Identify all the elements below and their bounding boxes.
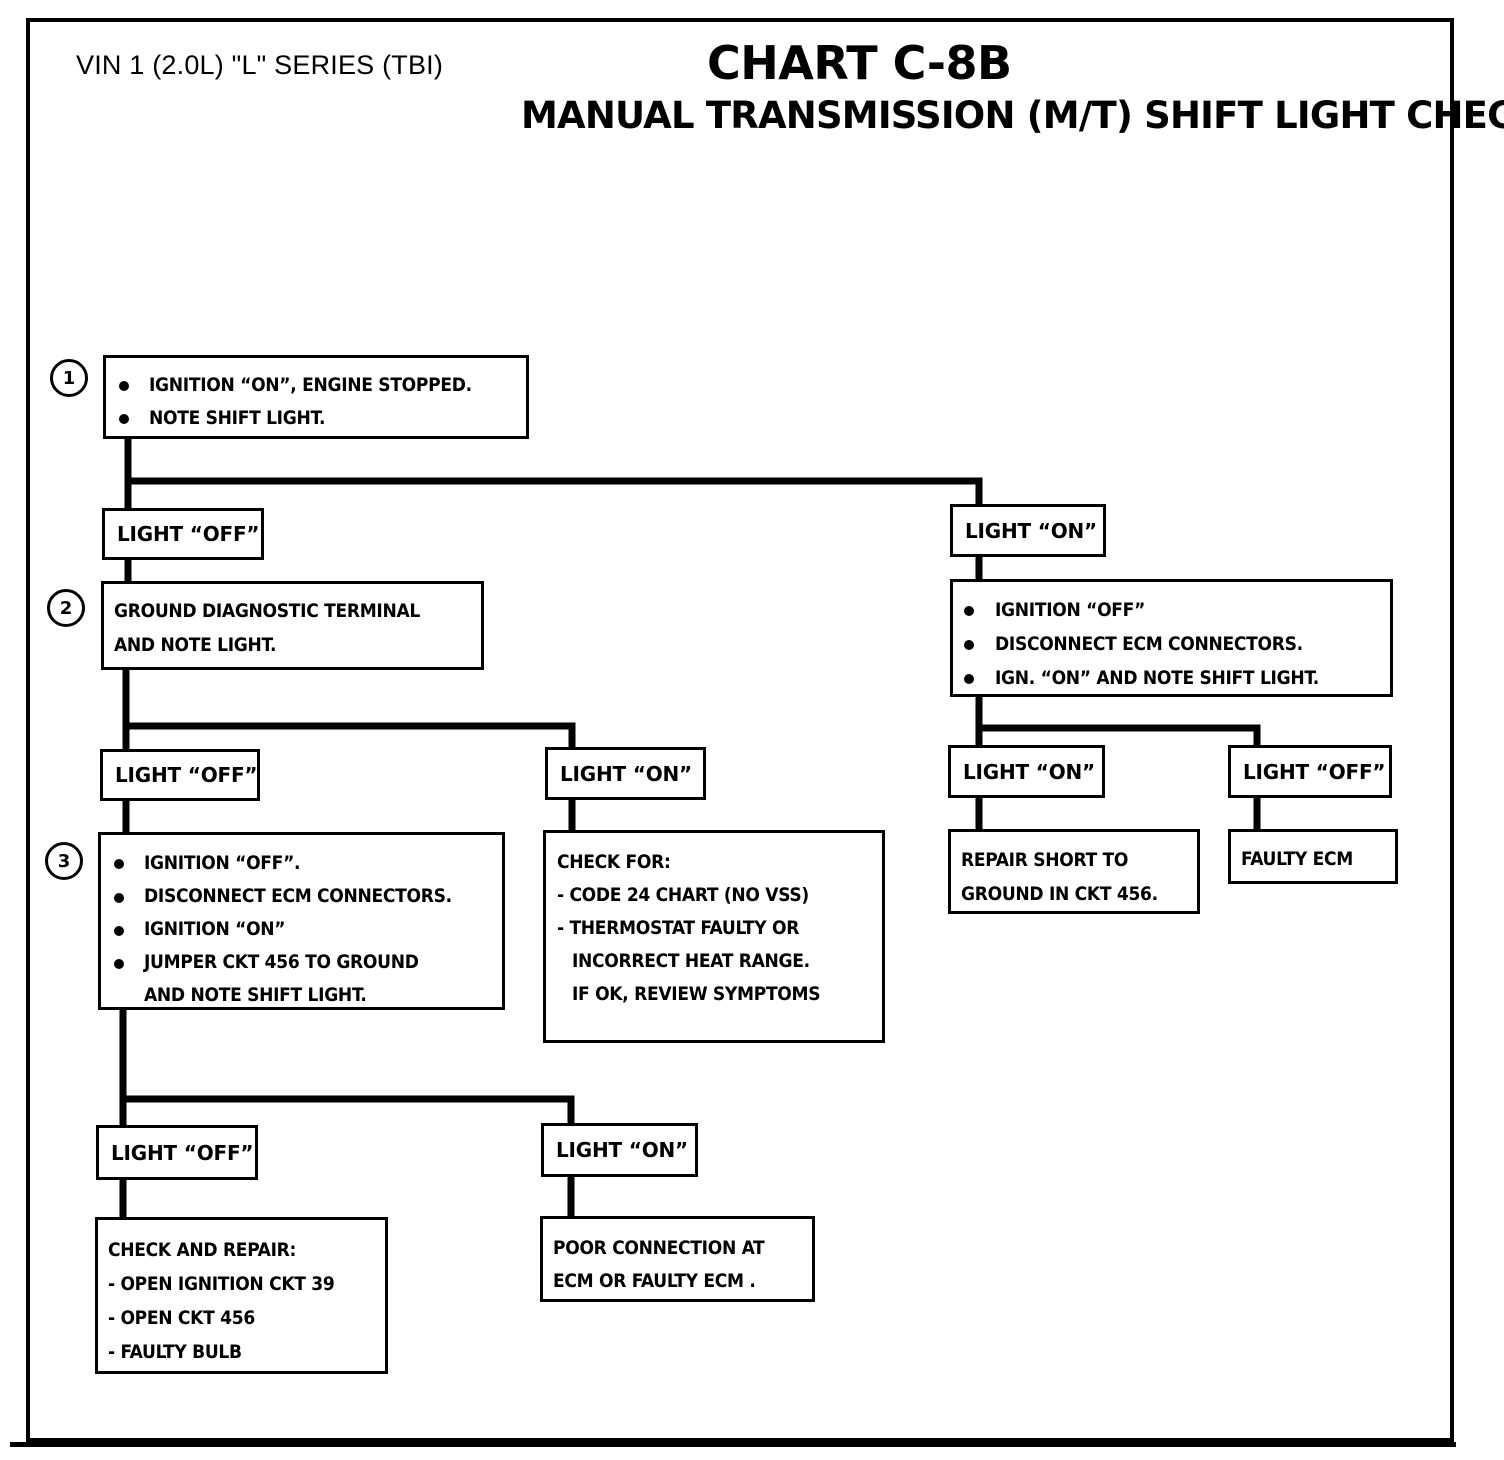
connector-split-right <box>128 477 983 506</box>
bottom-rule <box>10 1442 1456 1447</box>
check-for-line: - THERMOSTAT FAULTY OR <box>557 917 800 939</box>
light-on-label: LIGHT “ON” <box>545 747 706 800</box>
light-off-label: LIGHT “OFF” <box>100 749 260 801</box>
poor-connection-box: POOR CONNECTION AT ECM OR FAULTY ECM . <box>540 1216 815 1302</box>
ignition-off-box: IGNITION “OFF” DISCONNECT ECM CONNECTORS… <box>950 579 1393 697</box>
bullet-icon <box>964 606 974 616</box>
connector-split4-right <box>123 1095 575 1126</box>
bullet-icon <box>964 674 974 684</box>
check-for-line: INCORRECT HEAT RANGE. <box>572 950 810 972</box>
step3-line: AND NOTE SHIFT LIGHT. <box>144 984 367 1006</box>
light-off-label: LIGHT “OFF” <box>1228 745 1392 798</box>
light-on-label: LIGHT “ON” <box>948 745 1105 798</box>
step2-line: GROUND DIAGNOSTIC TERMINAL <box>114 600 421 622</box>
chart-frame <box>26 18 1454 1442</box>
poor-connection-line: POOR CONNECTION AT <box>553 1237 765 1259</box>
step3-line: JUMPER CKT 456 TO GROUND <box>144 951 419 973</box>
check-for-box: CHECK FOR: - CODE 24 CHART (NO VSS) - TH… <box>543 830 885 1043</box>
repair-short-box: REPAIR SHORT TO GROUND IN CKT 456. <box>948 829 1200 914</box>
bullet-icon <box>119 381 129 391</box>
ignition-off-line: DISCONNECT ECM CONNECTORS. <box>995 633 1303 655</box>
check-repair-box: CHECK AND REPAIR: - OPEN IGNITION CKT 39… <box>95 1217 388 1374</box>
bullet-icon <box>114 893 124 903</box>
check-for-line: IF OK, REVIEW SYMPTOMS <box>572 983 821 1005</box>
chart-title: CHART C-8B <box>707 36 1012 90</box>
vin-label: VIN 1 (2.0L) "L" SERIES (TBI) <box>76 50 444 80</box>
bullet-icon <box>114 859 124 869</box>
check-for-line: CHECK FOR: <box>557 851 671 873</box>
check-repair-line: - FAULTY BULB <box>108 1341 242 1363</box>
connector-split3-right <box>979 724 1261 748</box>
step1-line: NOTE SHIFT LIGHT. <box>149 407 326 429</box>
check-repair-line: CHECK AND REPAIR: <box>108 1239 297 1261</box>
repair-short-line: GROUND IN CKT 456. <box>961 883 1158 905</box>
chart-subtitle: MANUAL TRANSMISSION (M/T) SHIFT LIGHT CH… <box>521 94 1504 137</box>
faulty-ecm-text: FAULTY ECM <box>1241 848 1353 870</box>
step3-box: IGNITION “OFF”. DISCONNECT ECM CONNECTOR… <box>98 832 505 1010</box>
light-on-label: LIGHT “ON” <box>950 504 1106 557</box>
repair-short-line: REPAIR SHORT TO <box>961 849 1129 871</box>
check-for-line: - CODE 24 CHART (NO VSS) <box>557 884 809 906</box>
ignition-off-line: IGN. “ON” AND NOTE SHIFT LIGHT. <box>995 667 1319 689</box>
check-repair-line: - OPEN IGNITION CKT 39 <box>108 1273 335 1295</box>
bullet-icon <box>114 926 124 936</box>
step-marker-1: 1 <box>50 359 88 397</box>
faulty-ecm-box: FAULTY ECM <box>1228 829 1398 884</box>
step3-line: IGNITION “OFF”. <box>144 852 301 874</box>
step1-box: IGNITION “ON”, ENGINE STOPPED. NOTE SHIF… <box>103 355 529 439</box>
check-repair-line: - OPEN CKT 456 <box>108 1307 255 1329</box>
ignition-off-line: IGNITION “OFF” <box>995 599 1145 621</box>
step3-line: DISCONNECT ECM CONNECTORS. <box>144 885 452 907</box>
step2-line: AND NOTE LIGHT. <box>114 634 277 656</box>
step-marker-2: 2 <box>47 589 85 627</box>
light-off-label: LIGHT “OFF” <box>102 508 264 560</box>
step2-box: GROUND DIAGNOSTIC TERMINAL AND NOTE LIGH… <box>101 581 484 670</box>
light-off-label: LIGHT “OFF” <box>96 1125 258 1180</box>
step3-line: IGNITION “ON” <box>144 918 286 940</box>
bullet-icon <box>964 640 974 650</box>
step1-line: IGNITION “ON”, ENGINE STOPPED. <box>149 374 472 396</box>
poor-connection-line: ECM OR FAULTY ECM . <box>553 1270 756 1292</box>
connector-split2-right <box>126 722 576 750</box>
step-marker-3: 3 <box>45 842 83 880</box>
light-on-label: LIGHT “ON” <box>541 1123 698 1177</box>
bullet-icon <box>119 414 129 424</box>
bullet-icon <box>114 959 124 969</box>
